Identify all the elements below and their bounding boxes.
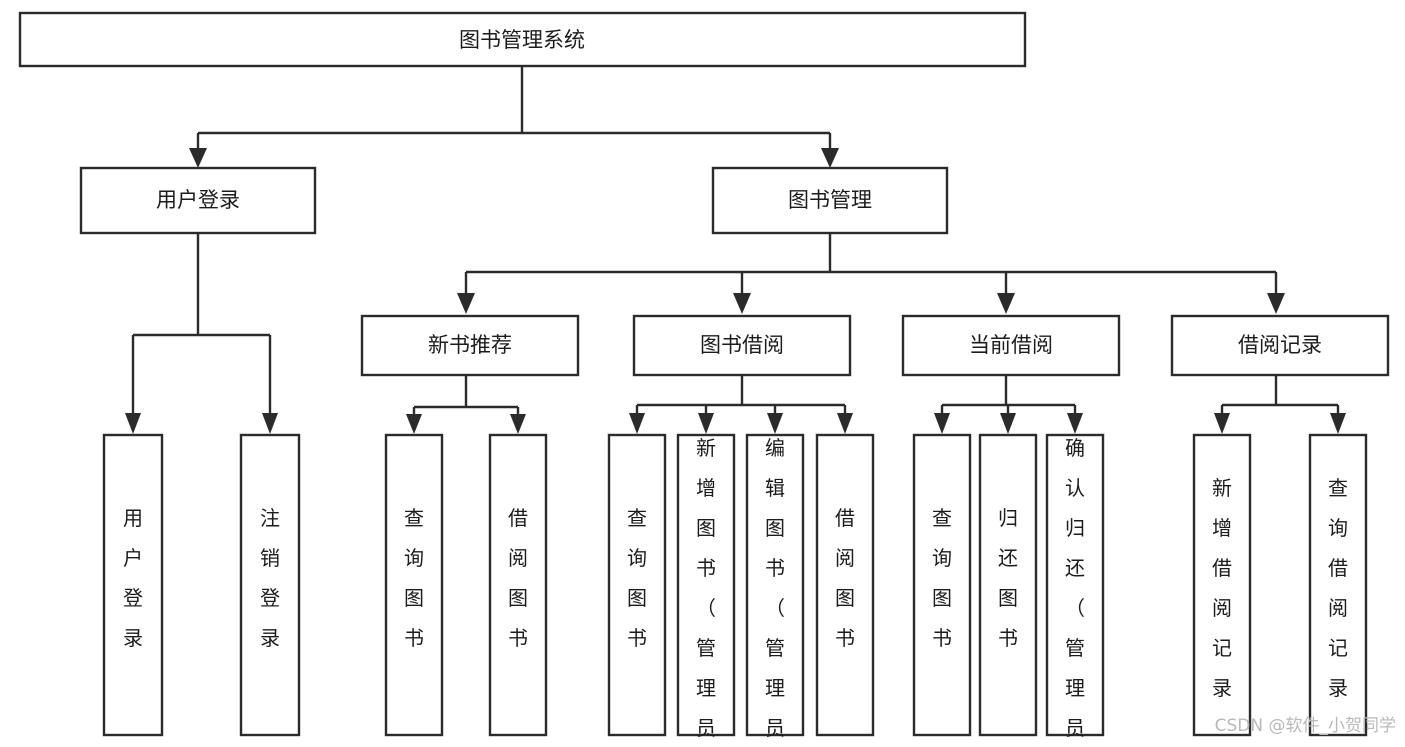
arrow-current-borrow-leaf1-icon (934, 413, 950, 434)
node-leaf-user-login[interactable]: 用户登录 (102, 433, 164, 737)
node-leaf-query-book-3[interactable]: 查询图书 (912, 433, 972, 737)
node-leaf-borrow-book-1-box[interactable] (488, 433, 548, 737)
node-leaf-edit-book-box[interactable] (745, 433, 805, 737)
arrow-root-to-book-manage-icon (821, 148, 839, 168)
node-current-borrow-box[interactable] (901, 314, 1121, 377)
node-root-box[interactable] (18, 11, 1027, 68)
node-leaf-user-login-box[interactable] (102, 433, 164, 737)
arrow-book-borrow-leaf3-icon (767, 413, 783, 434)
arrow-to-borrow-record-icon (1267, 293, 1285, 314)
arrow-borrow-record-leaf2-icon (1330, 413, 1346, 434)
node-leaf-query-book-3-box[interactable] (912, 433, 972, 737)
node-leaf-query-book-2[interactable]: 查询图书 (607, 433, 667, 737)
node-leaf-add-book-box[interactable] (676, 433, 736, 737)
node-leaf-query-record-label: 查询借阅记录 (1328, 476, 1348, 700)
node-borrow-record-label: 借阅记录 (1238, 333, 1322, 357)
arrow-book-borrow-leaf2-icon (698, 413, 714, 434)
node-leaf-query-book-1[interactable]: 查询图书 (384, 433, 444, 737)
arrow-to-new-book-icon (457, 293, 475, 314)
arrow-book-borrow-leaf1-icon (629, 413, 645, 434)
node-root[interactable]: 图书管理系统 (18, 11, 1027, 68)
arrow-borrow-record-leaf1-icon (1214, 413, 1230, 434)
node-leaf-add-record-box[interactable] (1192, 433, 1252, 737)
node-book-manage-label: 图书管理 (788, 188, 872, 212)
node-leaf-return-book-label: 归还图书 (998, 506, 1018, 650)
node-leaf-add-record-label: 新增借阅记录 (1212, 476, 1232, 700)
node-new-book-rec-label: 新书推荐 (428, 333, 512, 357)
connector-layer (125, 66, 1346, 434)
node-leaf-add-record[interactable]: 新增借阅记录 (1192, 433, 1252, 737)
node-user-login[interactable]: 用户登录 (79, 166, 317, 235)
node-leaf-edit-book-label: 编辑图书（管理员） (765, 436, 785, 747)
node-leaf-borrow-book-1[interactable]: 借阅图书 (488, 433, 548, 737)
node-leaf-logout-box[interactable] (239, 433, 301, 737)
node-leaf-query-book-2-box[interactable] (607, 433, 667, 737)
node-leaf-return-book-box[interactable] (978, 433, 1038, 737)
node-root-label: 图书管理系统 (459, 28, 585, 52)
node-current-borrow-label: 当前借阅 (969, 333, 1053, 357)
arrow-user-login-leaf2-icon (262, 413, 278, 434)
node-leaf-confirm-return-label: 确认归还（管理员） (1065, 436, 1085, 747)
node-borrow-record[interactable]: 借阅记录 (1170, 314, 1390, 377)
node-leaf-borrow-book-2-label: 借阅图书 (835, 506, 855, 650)
node-leaf-user-login-label: 用户登录 (123, 506, 143, 650)
node-leaf-add-book-label: 新增图书（管理员） (696, 436, 716, 747)
watermark-label: CSDN @软件_小贺同学 (1215, 716, 1396, 736)
node-leaf-query-book-2-label: 查询图书 (627, 506, 647, 650)
arrow-root-to-user-login-icon (189, 148, 207, 168)
node-leaf-borrow-book-2-box[interactable] (815, 433, 875, 737)
node-borrow-record-box[interactable] (1170, 314, 1390, 377)
node-leaf-confirm-return-box[interactable] (1045, 433, 1105, 737)
node-leaf-edit-book[interactable]: 编辑图书（管理员） (745, 433, 805, 747)
node-new-book-rec-box[interactable] (360, 314, 580, 377)
node-new-book-rec[interactable]: 新书推荐 (360, 314, 580, 377)
node-user-login-box[interactable] (79, 166, 317, 235)
arrow-to-current-borrow-icon (997, 293, 1015, 314)
node-user-login-label: 用户登录 (156, 188, 240, 212)
node-book-borrow-label: 图书借阅 (700, 333, 784, 357)
node-leaf-add-book[interactable]: 新增图书（管理员） (676, 433, 736, 747)
node-leaf-borrow-book-1-label: 借阅图书 (508, 506, 528, 650)
node-book-borrow-box[interactable] (632, 314, 852, 377)
node-current-borrow[interactable]: 当前借阅 (901, 314, 1121, 377)
node-leaf-confirm-return[interactable]: 确认归还（管理员） (1045, 433, 1105, 747)
node-leaf-query-book-1-box[interactable] (384, 433, 444, 737)
arrow-user-login-leaf1-icon (125, 413, 141, 434)
node-leaf-query-book-3-label: 查询图书 (932, 506, 952, 650)
arrow-current-borrow-leaf2-icon (1000, 413, 1016, 434)
node-leaf-query-record[interactable]: 查询借阅记录 (1308, 433, 1368, 737)
node-leaf-borrow-book-2[interactable]: 借阅图书 (815, 433, 875, 737)
node-book-manage-box[interactable] (711, 166, 949, 235)
node-book-manage[interactable]: 图书管理 (711, 166, 949, 235)
arrow-to-book-borrow-icon (733, 293, 751, 314)
arrow-new-book-leaf1-icon (406, 414, 422, 434)
node-leaf-query-record-box[interactable] (1308, 433, 1368, 737)
node-leaf-query-book-1-label: 查询图书 (404, 506, 424, 650)
arrow-book-borrow-leaf4-icon (837, 413, 853, 434)
node-book-borrow[interactable]: 图书借阅 (632, 314, 852, 377)
node-leaf-logout[interactable]: 注销登录 (239, 433, 301, 737)
node-leaf-logout-label: 注销登录 (260, 506, 280, 650)
arrow-current-borrow-leaf3-icon (1067, 413, 1083, 434)
arrow-new-book-leaf2-icon (510, 414, 526, 434)
node-leaf-return-book[interactable]: 归还图书 (978, 433, 1038, 737)
